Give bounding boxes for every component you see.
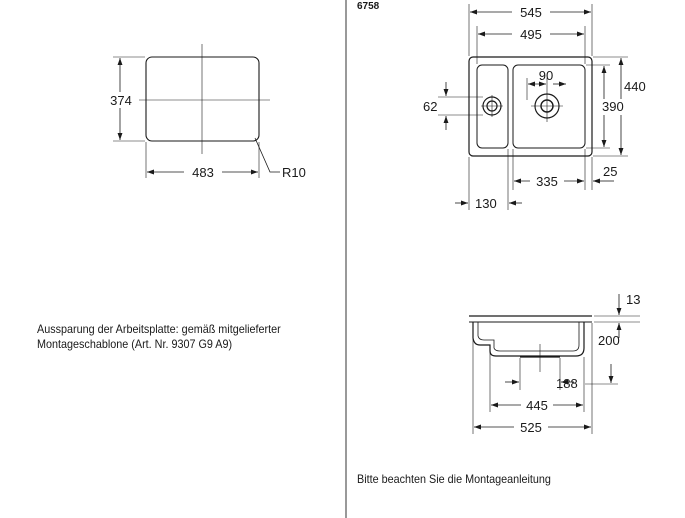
cutout-height-label: 374 [110,93,132,108]
cutout-width-label: 483 [192,165,214,180]
cutout-note: Aussparung der Arbeitsplatte: gemäß mitg… [37,322,281,352]
sink-side-view [469,294,640,434]
bowl-depth-label: 200 [598,333,620,348]
small-drain-offset-label: 62 [423,99,437,114]
cutout-drawing [113,44,280,178]
drain-spacing-label: 90 [539,68,553,83]
rim-thickness-label: 13 [626,292,640,307]
cutout-outline [145,56,260,142]
edge-margin-label: 25 [603,164,617,179]
main-bowl [512,64,586,149]
model-number: 6758 [357,1,380,12]
top-width-label: 525 [520,420,542,435]
cutout-note-line2: Montageschablone (Art. Nr. 9307 G9 A9) [37,337,233,351]
inner-depth-label: 390 [602,99,624,114]
small-bowl [476,64,509,149]
bottom-width-label: 445 [526,398,548,413]
cutout-note-line1: Aussparung der Arbeitsplatte: gemäß mitg… [37,322,281,336]
sink-top-view [438,4,628,210]
drain-width-label: 188 [556,376,578,391]
sink-outer-rim [468,56,593,157]
main-bowl-width-label: 335 [536,174,558,189]
bowl-profile [472,322,585,357]
instructions-note: Bitte beachten Sie die Montageanleitung [357,472,551,486]
overall-width-label: 545 [520,5,542,20]
inner-width-label: 495 [520,27,542,42]
small-bowl-width-label: 130 [475,196,497,211]
overall-depth-label: 440 [624,79,646,94]
radius-leader [254,137,280,173]
cutout-radius-label: R10 [282,165,306,180]
